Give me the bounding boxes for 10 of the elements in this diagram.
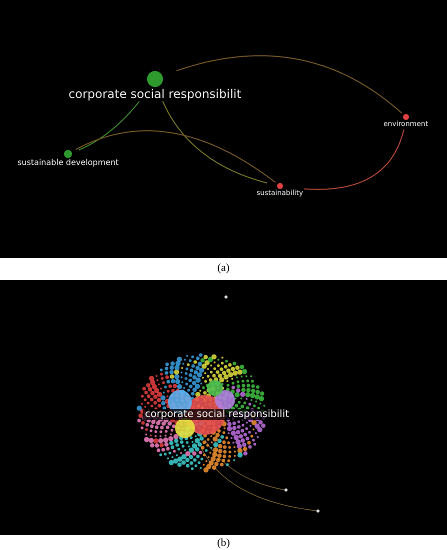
keyword-node: corporate social responsibilit	[68, 71, 242, 102]
link-line	[75, 130, 276, 183]
keyword-label: corporate social responsibilit	[143, 409, 292, 420]
link-line	[304, 129, 404, 190]
panel-label: (a)	[216, 262, 231, 274]
link-line	[162, 100, 268, 184]
panel-label: (b)	[216, 537, 231, 549]
keyword-node: sustainable development	[18, 150, 119, 168]
link-line	[78, 100, 140, 150]
link-line	[176, 55, 402, 114]
